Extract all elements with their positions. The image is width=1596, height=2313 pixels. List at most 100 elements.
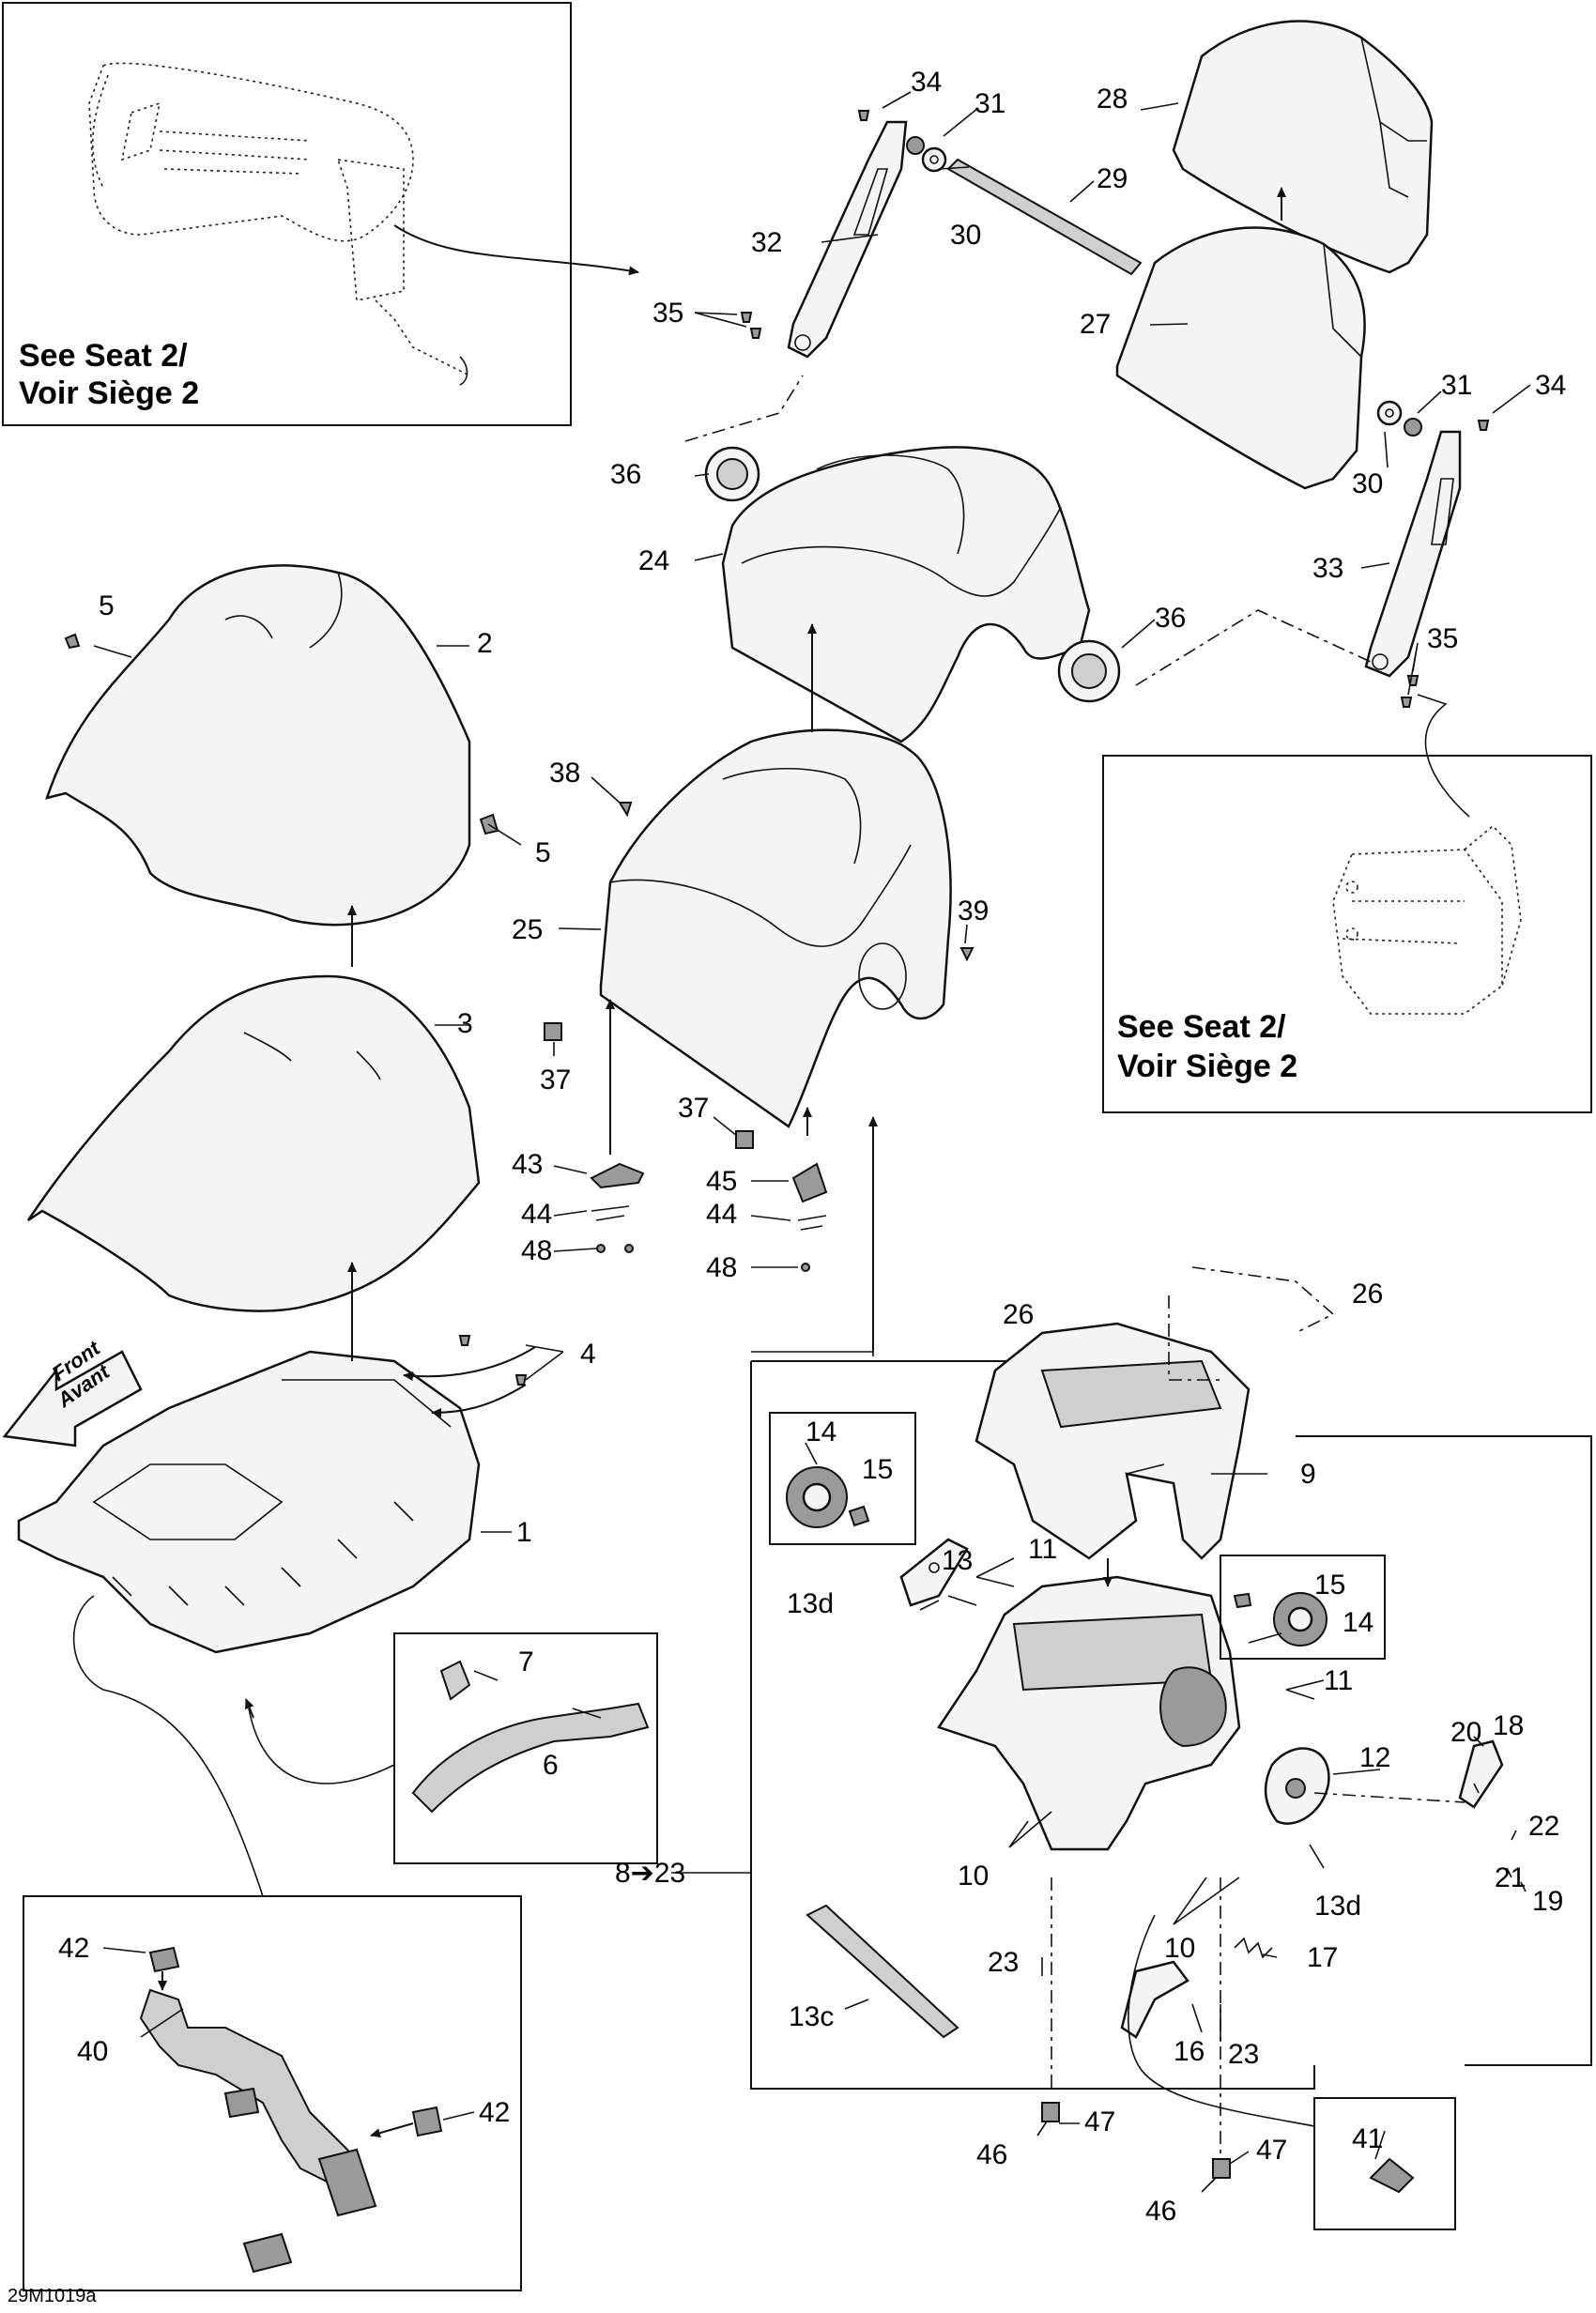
- callout-43: 43: [512, 1149, 543, 1180]
- callout-31-right: 31: [1441, 370, 1472, 401]
- callout-36-left: 36: [610, 459, 641, 490]
- callout-21: 21: [1495, 1862, 1526, 1893]
- callout-10a: 10: [958, 1861, 989, 1892]
- callout-2: 2: [477, 628, 493, 659]
- bumper-46-right: [1212, 2158, 1231, 2179]
- part-29-shaft: [946, 158, 1143, 276]
- screw-35-left-a: [740, 312, 753, 323]
- part-24-seat-assembly: [721, 446, 1091, 743]
- callout-15-left: 15: [862, 1454, 893, 1485]
- leader-harness-return: [72, 1595, 264, 1897]
- callout-13: 13: [942, 1545, 973, 1576]
- callout-20: 20: [1450, 1717, 1481, 1748]
- callout-18: 18: [1493, 1710, 1524, 1741]
- see-seat-text-right-line2: Voir Siège 2: [1117, 1049, 1297, 1084]
- callout-45: 45: [706, 1166, 737, 1197]
- part-13c-rail: [806, 1904, 959, 2039]
- part-43-bracket: [590, 1162, 645, 1253]
- part-13-plate: [899, 1538, 969, 1607]
- part-36-knob-right: [1057, 639, 1121, 703]
- callout-32: 32: [751, 227, 782, 258]
- callout-12: 12: [1359, 1742, 1390, 1773]
- callout-5-bottom: 5: [535, 837, 551, 868]
- screw-34-right: [1477, 420, 1490, 431]
- callout-29: 29: [1097, 163, 1128, 194]
- bumper-46-left: [1041, 2102, 1060, 2122]
- callout-46-right: 46: [1145, 2196, 1176, 2227]
- callout-48-left: 48: [521, 1235, 552, 1266]
- leader-6-7-return: [248, 1708, 395, 1785]
- callout-16: 16: [1174, 2036, 1205, 2067]
- callout-30-right: 30: [1352, 468, 1383, 499]
- callout-13d-left: 13d: [787, 1588, 834, 1619]
- screw-34-left: [857, 110, 870, 121]
- part-9-storage-cover: [974, 1322, 1251, 1560]
- part-14-15-box-right: [1220, 1555, 1386, 1660]
- part-8-23-group-frame: [750, 1360, 1592, 2090]
- wiring-harness-box: [23, 1895, 522, 2291]
- part-30-31-washers-left: [906, 136, 947, 173]
- part-16-latch: [1120, 1960, 1189, 2039]
- screw-38: [618, 802, 633, 818]
- callout-14-left: 14: [806, 1417, 836, 1448]
- callout-7: 7: [518, 1647, 534, 1677]
- part-12-plate: [1264, 1747, 1330, 1825]
- screw-4a: [458, 1335, 471, 1346]
- part-27-backrest: [1115, 226, 1366, 490]
- part-2-seat-cover: [45, 564, 471, 927]
- see-seat-text-right-line1: See Seat 2/: [1117, 1009, 1286, 1045]
- part-41-clip-box: [1313, 2097, 1456, 2230]
- callout-35-left: 35: [652, 298, 683, 329]
- callout-40: 40: [77, 2036, 108, 2067]
- callout-34-left: 34: [911, 67, 942, 98]
- part-18-lever: [1458, 1739, 1504, 1809]
- callout-36-right: 36: [1155, 603, 1186, 634]
- clip-5-top: [64, 633, 81, 650]
- callout-37-left: 37: [540, 1065, 571, 1095]
- callout-23-left: 23: [988, 1947, 1019, 1978]
- callout-23-right: 23: [1228, 2039, 1259, 2070]
- reference-arrow-top: [393, 224, 639, 276]
- callout-11a: 11: [1028, 1534, 1057, 1565]
- part-33-right-bracket: [1364, 430, 1462, 678]
- callout-33: 33: [1312, 553, 1343, 584]
- callout-22: 22: [1528, 1811, 1559, 1842]
- clip-37a: [544, 1022, 562, 1041]
- callout-39: 39: [958, 896, 989, 927]
- callout-11b: 11: [1324, 1665, 1353, 1696]
- assembly-arrow-4b: [431, 1384, 527, 1417]
- callout-27: 27: [1080, 309, 1111, 340]
- part-36-knob-left: [704, 446, 760, 502]
- callout-6: 6: [543, 1750, 559, 1781]
- screw-35-right-b: [1400, 697, 1413, 708]
- part-14-15-box-left: [769, 1412, 916, 1545]
- assembly-arrow-4a: [403, 1346, 536, 1381]
- callout-26-left: 26: [1003, 1299, 1034, 1330]
- diagram-code: 29M1019a: [8, 2286, 97, 2306]
- callout-42-top: 42: [58, 1933, 89, 1964]
- callout-9: 9: [1300, 1459, 1316, 1490]
- part-28-backrest-cover: [1172, 20, 1434, 274]
- callout-35-right: 35: [1427, 623, 1458, 654]
- clip-37b: [735, 1130, 754, 1149]
- callout-15-right: 15: [1314, 1570, 1345, 1601]
- part-1-seat-base: [17, 1350, 481, 1654]
- callout-17: 17: [1307, 1942, 1338, 1973]
- callout-42-right: 42: [479, 2097, 510, 2128]
- part-17-spring: [1234, 1937, 1273, 1959]
- callout-48-right: 48: [706, 1252, 737, 1283]
- callout-26-right: 26: [1352, 1279, 1383, 1310]
- callout-1: 1: [516, 1517, 532, 1548]
- callout-46-left: 46: [976, 2139, 1007, 2170]
- callout-28: 28: [1097, 84, 1128, 115]
- callout-41: 41: [1352, 2123, 1383, 2154]
- screw-4b: [514, 1374, 528, 1386]
- rear-grab-handle-sketch: [88, 62, 470, 386]
- callout-leaders: [93, 91, 1531, 2193]
- callout-labels: 1 2 3 4 5 5 6 7 8➔23 9 10 10 11 11 12 13…: [58, 67, 1566, 2227]
- callout-10b: 10: [1164, 1933, 1195, 1964]
- backrest-mount-sketch: [1332, 824, 1522, 1015]
- callout-13c: 13c: [789, 2001, 834, 2032]
- see-seat-text-line2: Voir Siège 2: [19, 375, 199, 411]
